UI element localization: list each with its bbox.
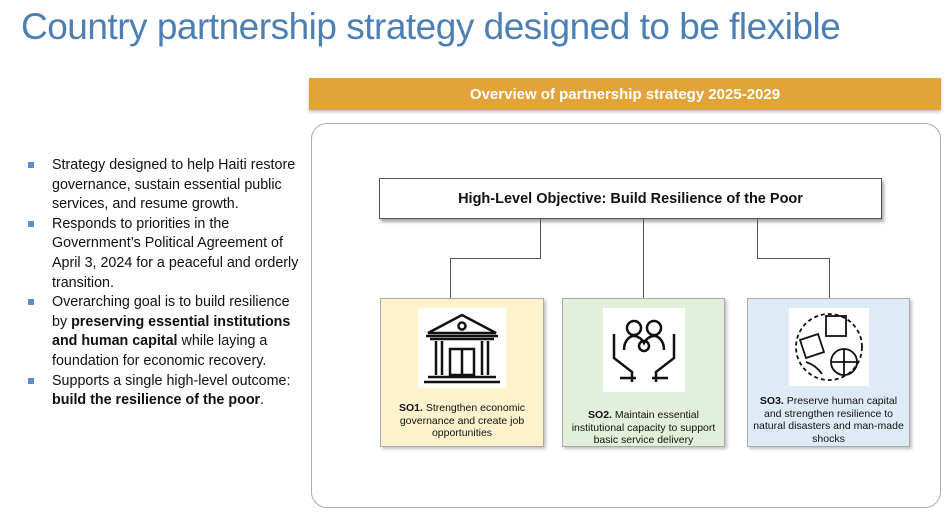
high-level-objective-box: High-Level Objective: Build Resilience o… [379,178,882,219]
strategic-objective-3: SO3. Preserve human capital and strength… [747,298,910,447]
overview-banner: Overview of partnership strategy 2025-20… [309,78,941,110]
bullet-list: Strategy designed to help Haiti restore … [28,156,308,411]
bullet-marker-icon [28,162,34,168]
global-community-icon [788,308,869,386]
bullet-text: Responds to priorities in the Government… [52,215,299,291]
objective-text: Preserve human capital and strengthen re… [753,395,904,445]
bullet-item: Strategy designed to help Haiti restore … [28,156,308,215]
connector-line [643,219,644,298]
diagram-frame [311,123,941,508]
bullet-marker-icon [28,377,34,384]
bullet-marker-icon [28,299,34,306]
bullet-item: Supports a single high-level outcome: bu… [28,372,308,411]
connector-line [757,258,830,259]
slide-title: Country partnership strategy designed to… [21,6,841,47]
family-in-hands-icon [602,308,685,392]
connector-line [829,258,830,298]
objective-code: SO2. [588,409,612,421]
connector-line [450,258,541,259]
bullet-text: Supports a single high-level outcome: [52,372,291,389]
connector-line [450,258,451,298]
government-building-icon [418,308,506,388]
connector-line [540,219,541,259]
bullet-text: . [260,392,265,409]
bullet-text: Strategy designed to help Haiti restore … [52,157,296,213]
objective-code: SO1. [398,402,423,414]
objective-text: Strengthen economic governance and creat… [399,402,526,439]
bullet-marker-icon [28,220,34,227]
bullet-text: while laying a foundation for economic r… [52,333,268,369]
bullet-bold-text: preserving essential institutions and hu… [52,313,291,350]
bullet-text: Overarching goal is to build resilience … [52,294,290,330]
strategic-objective-2: SO2. Maintain essential institutional ca… [562,298,725,447]
objective-text: Maintain essential institutional capacit… [571,409,716,446]
bullet-item: Overarching goal is to build resilience … [28,293,308,371]
strategic-objective-1: SO1. Strengthen economic governance and … [380,298,544,447]
bullet-item: Responds to priorities in the Government… [28,215,308,293]
bullet-bold-text: build the resilience of the poor [52,392,261,409]
connector-line [757,219,758,259]
objective-code: SO3. [759,395,784,407]
